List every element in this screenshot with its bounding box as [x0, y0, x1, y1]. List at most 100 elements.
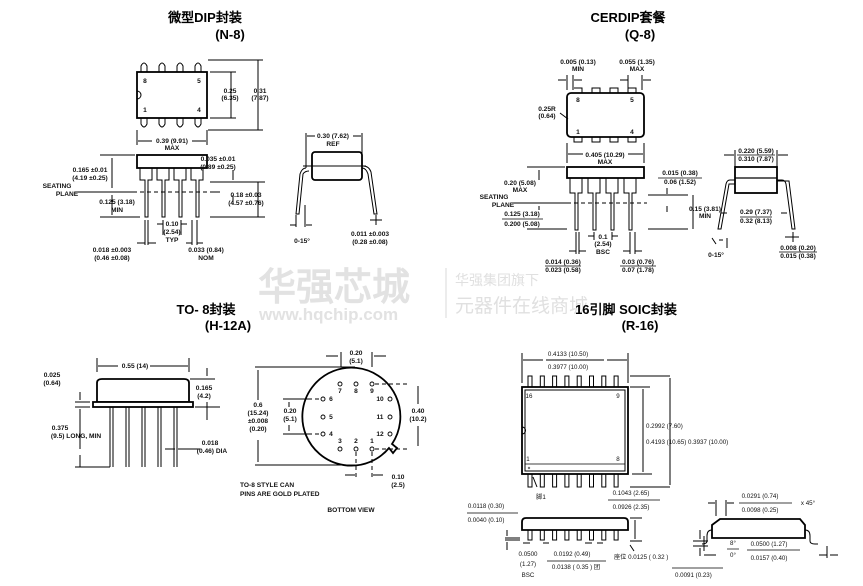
r16-pin-lead [589, 473, 594, 488]
r16-lead-width-a: 0.0192 (0.49) [554, 551, 591, 558]
watermark-url: www.hqchip.com [258, 305, 398, 324]
r16-angle-b: 0° [730, 552, 736, 559]
to8-side-view: 0.55 (14) 0.025 (0.64) 0.165 (4.2) 0.375… [43, 358, 228, 468]
r16-height-a: 0.1043 (2.65) [613, 490, 650, 497]
q8-width-b: 0.310 (7.87) [738, 156, 774, 163]
to8-pin-4: 4 [329, 431, 333, 438]
r16-side-pin-lead [601, 529, 607, 541]
to8-pin-10: 10 [376, 396, 384, 403]
to8-pin-7: 7 [338, 388, 342, 395]
r16-pin-9: 9 [616, 393, 620, 400]
to8-diameter: 0.55 (14) [122, 363, 148, 370]
n8-ref: 0.30 (7.62) [317, 133, 349, 140]
q8-pitch: 0.1 [598, 234, 607, 241]
to8-right-spacing: 0.40 [412, 408, 425, 415]
q8-pitch-mm: (2.54) [594, 241, 611, 248]
q8-gap-min-note: MIN [572, 66, 584, 73]
n8-lead-min-note: MIN [111, 207, 123, 214]
r16-chamfer-b: 0.0098 (0.25) [742, 507, 779, 514]
n8-height-mm: (7.87) [251, 95, 268, 102]
q8-pin-8: 8 [576, 97, 580, 104]
r16-side-pin-lead [576, 529, 582, 541]
q8-gap-min: 0.005 (0.13) [560, 59, 596, 66]
n8-title: 微型DIP封装 [167, 10, 242, 25]
q8-width-a: 0.220 (5.59) [738, 148, 774, 155]
r16-title: 16引脚 SOIC封装 [575, 302, 677, 317]
to8-title: TO- 8封装 [177, 302, 236, 317]
to8-lead-length: 0.375 [52, 425, 69, 432]
to8-pin-1: 1 [370, 438, 374, 445]
n8-length-note: MAX [165, 145, 180, 152]
r16-side-pin-lead [539, 529, 545, 541]
n8-pin-8: 8 [143, 78, 147, 85]
to8-left-spacing-mm: (5.1) [283, 416, 297, 423]
n8-lead-width2-note: NOM [198, 255, 214, 262]
r16-pin-lead [552, 473, 558, 488]
r16-length-b: 0.3977 (10.00) [548, 364, 588, 371]
to8-circle-tol: ±0.008 [248, 418, 268, 425]
to8-view-label: BOTTOM VIEW [327, 507, 375, 514]
to8-pin-holes [320, 381, 393, 452]
r16-package: 16引脚 SOIC封装 (R-16) 0.4133 (10.50) 0.3977… [467, 302, 838, 579]
to8-pin-8: 8 [354, 388, 358, 395]
r16-pin-lead [613, 375, 619, 388]
to8-pin-3: 3 [338, 438, 342, 445]
r16-length-a: 0.4133 (10.50) [548, 351, 588, 358]
to8-flange: 0.025 [44, 372, 61, 379]
q8-pin-1: 1 [576, 129, 580, 136]
to8-note-plating: PINS ARE GOLD PLATED [240, 491, 320, 498]
q8-shoulder-b: 0.06 (1.52) [664, 179, 696, 186]
n8-pitch-mm: (2.54) [163, 229, 180, 236]
r16-pin-8: 8 [616, 456, 620, 463]
to8-lead-dia-mm: (0.46) DIA [197, 448, 228, 455]
to8-code: (H-12A) [205, 318, 251, 333]
to8-note-style: TO-8 STYLE CAN [240, 482, 294, 489]
r16-pin-1: 1 [526, 456, 530, 463]
r16-pin-lead [539, 375, 545, 388]
q8-lead-width2-a: 0.03 (0.76) [622, 259, 654, 266]
n8-package: 微型DIP封装 (N-8) 8 5 1 4 0.25 (6.35) 0.31 (… [43, 10, 390, 262]
q8-top-view: 0.005 (0.13) MIN 0.055 (1.35) MAX 8 5 1 … [538, 59, 655, 166]
r16-pin1-label: 脚1 [536, 493, 546, 501]
r16-chamfer-a: 0.0291 (0.74) [742, 493, 779, 500]
to8-lead-dia: 0.018 [202, 440, 219, 447]
watermark-slogan: 元器件在线商城 [455, 295, 588, 317]
q8-gap-max-note: MAX [630, 66, 645, 73]
n8-pin-5: 5 [197, 78, 201, 85]
to8-circle-tol-mm: (0.20) [249, 426, 266, 433]
r16-foot-b: 0.0157 (0.40) [751, 555, 788, 562]
r16-standoff-b: 0.0040 (0.10) [468, 517, 505, 524]
q8-angle: 0-15° [708, 251, 724, 259]
to8-pin-2: 2 [354, 438, 358, 445]
q8-radius: 0.25R [538, 106, 556, 113]
r16-chamfer-note: x 45° [801, 500, 816, 507]
n8-lead-width2: 0.033 (0.84) [188, 247, 224, 254]
r16-pin-lead [527, 375, 533, 388]
q8-thickness-a: 0.008 (0.20) [780, 245, 816, 252]
q8-side-view: 0.20 (5.08) MAX SEATING PLANE 0.125 (3.1… [480, 166, 721, 274]
n8-end-view: 0.30 (7.62) REF 0-15° 0.011 ±0.003 (0.28… [290, 133, 389, 246]
q8-span-a: 0.29 (7.37) [740, 209, 772, 216]
to8-bottom-view: 0.20 (5.1) 0.6 (15.24) ±0.008 (0.20) 0.2… [240, 350, 427, 514]
n8-pin-4: 4 [197, 107, 201, 114]
r16-pin-lead [564, 375, 570, 388]
r16-pitch: 0.0500 [519, 551, 538, 558]
r16-height-b: 0.0926 (2.35) [613, 504, 650, 511]
q8-lead-a: 0.125 (3.18) [504, 211, 540, 218]
to8-pin-9: 9 [370, 388, 374, 395]
n8-shoulder: 0.035 ±0.01 [201, 156, 236, 163]
q8-package: CERDIP套餐 (Q-8) 0.005 (0.13) MIN 0.055 (1… [480, 10, 817, 274]
to8-cap-height-mm: (4.2) [197, 393, 211, 400]
n8-pitch-note: TYP [166, 237, 179, 244]
to8-lead-length-mm: (9.5) LONG, MIN [51, 433, 101, 440]
q8-lead-width-b: 0.023 (0.58) [545, 267, 581, 274]
n8-thickness: 0.011 ±0.003 [351, 231, 389, 238]
r16-code: (R-16) [622, 318, 659, 333]
to8-circle-mm: (15.24) [248, 410, 269, 417]
n8-pin-1: 1 [143, 107, 147, 114]
r16-side-pin-lead [613, 529, 619, 541]
r16-pitch-note: BSC [522, 572, 535, 579]
n8-top-view: 8 5 1 4 0.25 (6.35) 0.31 (7.87) 0.39 (9.… [136, 59, 269, 152]
watermark: 华强芯城 www.hqchip.com 华强集团旗下 元器件在线商城 [258, 267, 588, 324]
n8-seating-label: SEATING [43, 183, 72, 190]
